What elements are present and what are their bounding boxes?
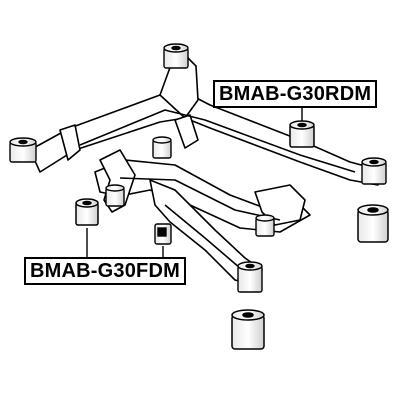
center-bracket [174, 114, 199, 149]
mounted-bushings [9, 43, 387, 293]
detail-line-3 [164, 204, 241, 269]
loose-bushings [75, 120, 389, 350]
bushing-front-mount [154, 223, 172, 245]
callout-rear-bushing: BMAB-G30RDM [213, 80, 378, 108]
callout-front-bushing: BMAB-G30FDM [24, 257, 186, 285]
bushing-center [152, 136, 172, 159]
bushing-right-arm [255, 214, 275, 237]
detail-line-1 [79, 109, 356, 173]
loose-bushing-rear [289, 120, 315, 148]
loose-bushing-bottom [231, 309, 265, 350]
loose-bushing-right [357, 204, 389, 243]
bushing-left-arm [105, 184, 125, 207]
left-bracket [59, 124, 81, 161]
bushing-bottom-arm [237, 261, 263, 293]
bushing-left [9, 137, 37, 163]
detail-line-2 [119, 177, 281, 221]
bushing-top [163, 43, 189, 69]
loose-bushing-front [75, 198, 99, 226]
bushing-right [361, 157, 387, 185]
